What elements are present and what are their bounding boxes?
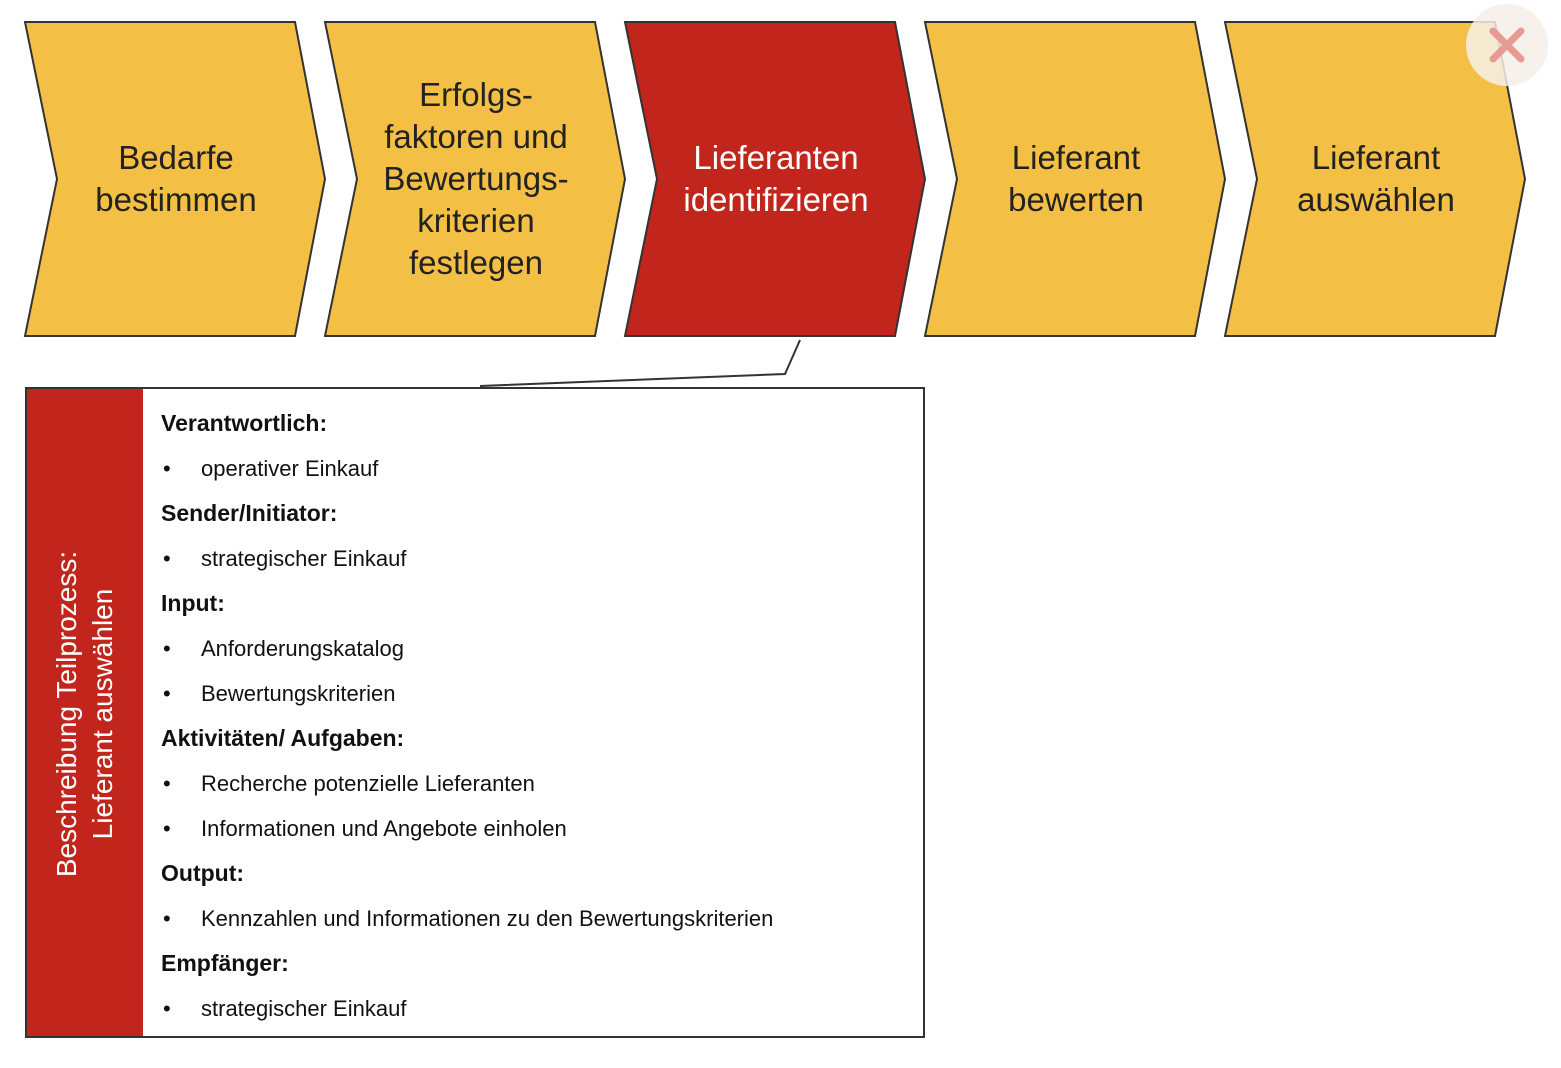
side-title: Beschreibung Teilprozess: Lieferant ausw… <box>49 454 121 974</box>
process-step-4-label: Lieferant bewerten <box>1008 139 1144 218</box>
process-step-1-chevron <box>23 21 327 337</box>
subprocess-description-box: Beschreibung Teilprozess: Lieferant ausw… <box>25 387 925 1038</box>
process-step-1-label: Bedarfe bestimmen <box>95 139 257 218</box>
list-item: • strategischer Einkauf <box>161 536 913 581</box>
section-title: Input: <box>161 590 225 616</box>
list-item: • Informationen und Angebote einholen <box>161 806 913 851</box>
list-item-text: strategischer Einkauf <box>201 996 407 1021</box>
close-button[interactable] <box>1466 4 1548 86</box>
list-item-text: strategischer Einkauf <box>201 546 407 571</box>
side-title-band: Beschreibung Teilprozess: Lieferant ausw… <box>27 389 143 1036</box>
list-item: • Kennzahlen und Informationen zu den Bew… <box>161 896 913 941</box>
process-step-5-label: Lieferant auswählen <box>1297 139 1455 218</box>
bullet-icon: • <box>163 546 171 571</box>
callout-connector <box>479 339 801 387</box>
list-item-text: operativer Einkauf <box>201 456 379 481</box>
bullet-icon: • <box>163 771 171 796</box>
callout-line <box>479 339 801 387</box>
process-step-2-label: Erfolgs- faktoren und Bewertungs- kriter… <box>383 76 569 281</box>
list-item: • Bewertungskriterien <box>161 671 913 716</box>
list-item-text: Informationen und Angebote einholen <box>201 816 567 841</box>
close-icon[interactable] <box>1485 23 1529 67</box>
list-item-text: Bewertungskriterien <box>201 681 396 706</box>
bullet-icon: • <box>163 906 171 931</box>
bullet-icon: • <box>163 816 171 841</box>
bullet-icon: • <box>163 636 171 661</box>
list-item-text: Anforderungskatalog <box>201 636 405 661</box>
section-title: Sender/Initiator: <box>161 500 338 526</box>
list-item: • operativer Einkauf <box>161 446 913 491</box>
side-title-line-1: Beschreibung Teilprozess: <box>51 550 82 878</box>
process-step-2-chevron <box>323 21 627 337</box>
bullet-icon: • <box>163 681 171 706</box>
bullet-icon: • <box>163 456 171 481</box>
list-item: • strategischer Einkauf <box>161 986 913 1031</box>
side-title-line-2: Lieferant auswählen <box>87 588 118 840</box>
list-item-text: Recherche potenzielle Lieferanten <box>201 771 535 796</box>
list-item: • Anforderungskatalog <box>161 626 913 671</box>
bullet-icon: • <box>163 996 171 1021</box>
list-item-text: Kennzahlen und Informationen zu den Bewe… <box>201 906 774 931</box>
process-step-4-chevron <box>923 21 1227 337</box>
process-step-3-chevron <box>623 21 927 337</box>
section-title: Verantwortlich: <box>161 410 328 436</box>
section-title: Output: <box>161 860 245 886</box>
list-item: • Recherche potenzielle Lieferanten <box>161 761 913 806</box>
process-step-3-label: Lieferanten identifizieren <box>683 139 869 218</box>
section-title: Aktivitäten/ Aufgaben: <box>161 725 405 751</box>
section-title: Empfänger: <box>161 950 289 976</box>
